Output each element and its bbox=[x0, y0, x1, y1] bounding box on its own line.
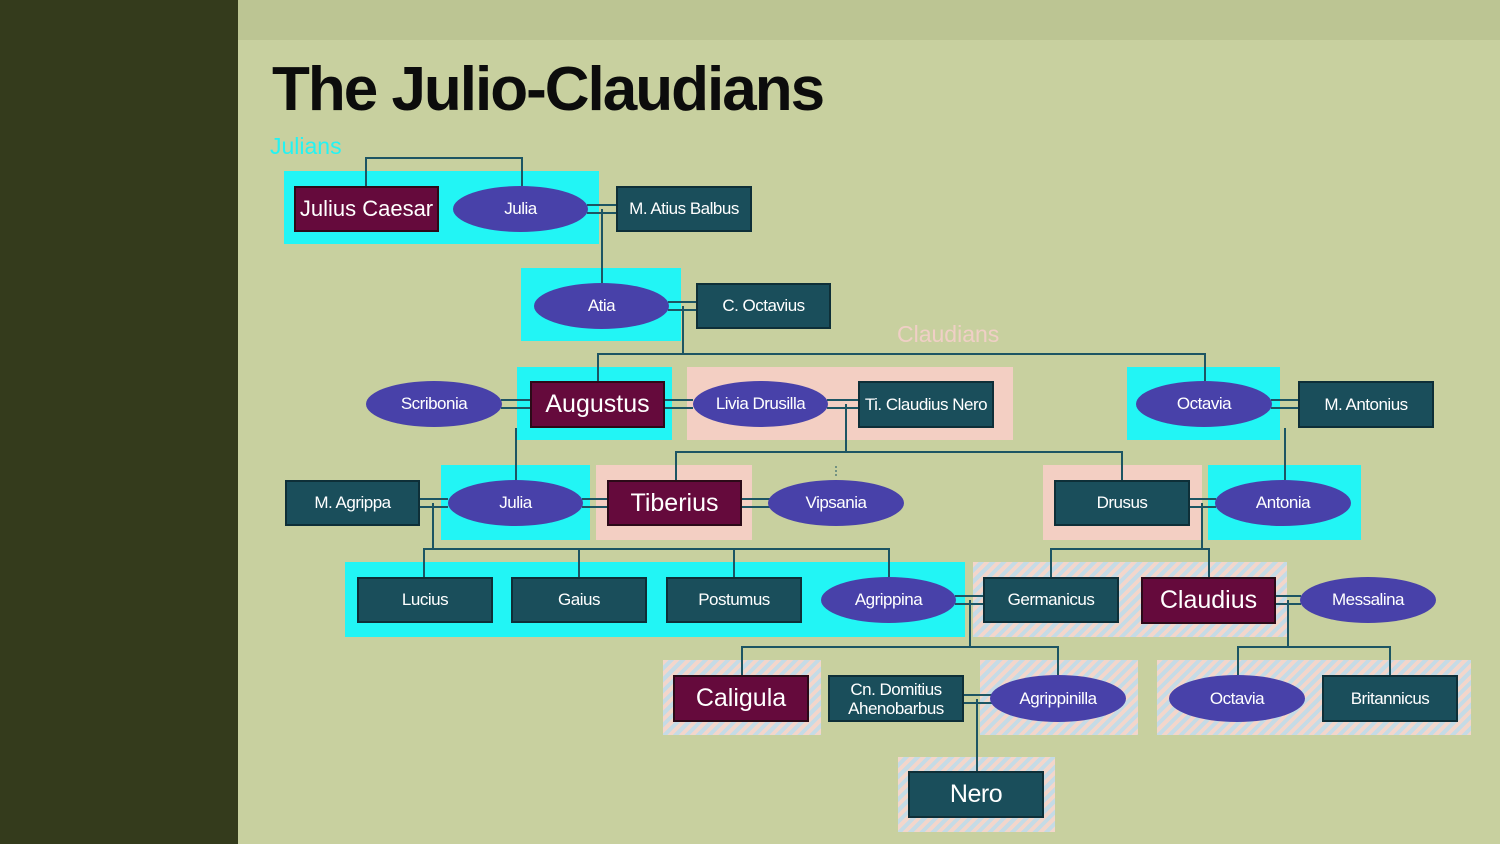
connector-caesar-julia bbox=[365, 157, 523, 186]
node-agrippinilla: Agrippinilla bbox=[990, 675, 1126, 722]
node-m-atius-balbus: M. Atius Balbus bbox=[616, 186, 752, 232]
marriage-tiberius-vipsania bbox=[741, 498, 770, 508]
node-scribonia: Scribonia bbox=[366, 381, 502, 427]
node-tiberius: Tiberius bbox=[607, 480, 742, 526]
node-lucius: Lucius bbox=[357, 577, 493, 623]
descent-augustus-octavia bbox=[597, 306, 1206, 381]
node-ti-claudius-nero: Ti. Claudius Nero bbox=[858, 381, 994, 428]
node-antonia: Antonia bbox=[1215, 480, 1351, 526]
node-postumus: Postumus bbox=[666, 577, 802, 623]
claudians-label: Claudians bbox=[897, 321, 1000, 347]
descent-germanicus-children bbox=[741, 600, 1059, 675]
node-m-agrippa: M. Agrippa bbox=[285, 480, 420, 526]
node-julius-caesar: Julius Caesar bbox=[294, 186, 439, 232]
marriage-julia-tiberius bbox=[582, 498, 608, 508]
node-germanicus: Germanicus bbox=[983, 577, 1119, 623]
julians-label: Julians bbox=[270, 133, 342, 159]
node-caligula: Caligula bbox=[673, 675, 809, 722]
top-ornament-band bbox=[238, 0, 1500, 40]
marriage-scribonia-augustus bbox=[501, 399, 530, 409]
node-livia-drusilla: Livia Drusilla bbox=[693, 381, 828, 427]
marriage-augustus-livia bbox=[664, 399, 693, 409]
sidebar-decoration bbox=[0, 0, 238, 844]
descent-tiberius-drusus bbox=[675, 404, 1123, 480]
node-britannicus: Britannicus bbox=[1322, 675, 1458, 722]
node-m-antonius: M. Antonius bbox=[1298, 381, 1434, 428]
descent-agrippa-children bbox=[423, 503, 890, 577]
node-claudius: Claudius bbox=[1141, 577, 1276, 624]
node-drusus: Drusus bbox=[1054, 480, 1190, 526]
node-julia-sister-of-caesar: Julia bbox=[453, 186, 588, 232]
node-atia: Atia bbox=[534, 283, 669, 329]
node-octavia-sister-of-augustus: Octavia bbox=[1136, 381, 1272, 427]
node-messalina: Messalina bbox=[1300, 577, 1436, 623]
node-agrippina: Agrippina bbox=[821, 577, 956, 623]
descent-claudius-children bbox=[1237, 600, 1391, 675]
marriage-octavia-antonius bbox=[1271, 399, 1299, 409]
node-cn-domitius-ahenobarbus: Cn. Domitius Ahenobarbus bbox=[828, 675, 964, 722]
node-augustus: Augustus bbox=[530, 381, 665, 428]
slide-title: The Julio-Claudians bbox=[272, 55, 825, 124]
node-vipsania: Vipsania bbox=[768, 480, 904, 526]
marriage-livia-nero bbox=[827, 399, 859, 409]
node-nero: Nero bbox=[908, 771, 1044, 818]
descent-drusus-children bbox=[1050, 503, 1210, 577]
node-gaius: Gaius bbox=[511, 577, 647, 623]
node-julia-daughter-of-augustus: Julia bbox=[448, 480, 583, 526]
node-octavia-daughter-of-claudius: Octavia bbox=[1169, 675, 1305, 722]
node-c-octavius: C. Octavius bbox=[696, 283, 831, 329]
